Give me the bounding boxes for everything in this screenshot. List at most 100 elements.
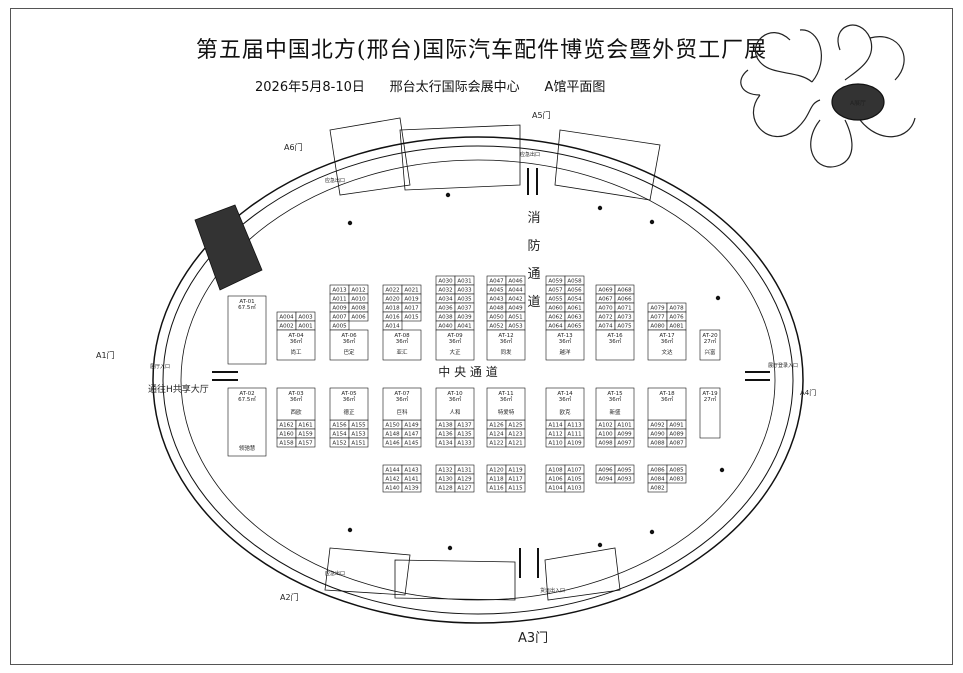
exit-bottom-left: 应急出口 — [325, 570, 345, 577]
booth-cell[interactable] — [348, 311, 369, 322]
feature-booth-code: AT-11 — [498, 391, 513, 397]
hall-outline — [152, 136, 804, 624]
booth-cell[interactable] — [614, 437, 635, 448]
feature-booth[interactable] — [329, 387, 369, 421]
door-a1[interactable]: A1门 — [96, 350, 115, 360]
booth-code: A107 — [567, 468, 582, 474]
feature-booth[interactable] — [647, 387, 687, 421]
booth-code: A140 — [385, 486, 400, 492]
hall-a-marker — [831, 83, 885, 121]
booth-cell[interactable] — [614, 473, 635, 484]
booth-code: A079 — [650, 306, 665, 312]
booth-cell[interactable] — [564, 482, 585, 493]
booth-code: A139 — [404, 486, 419, 492]
booth-code: A099 — [617, 432, 632, 438]
feature-booth[interactable] — [329, 329, 369, 361]
booth-code: A129 — [457, 477, 472, 483]
booth-code: A090 — [650, 432, 665, 438]
door-a4[interactable]: A4门 — [800, 388, 816, 397]
feature-booth[interactable] — [435, 329, 475, 361]
feature-booth[interactable] — [227, 295, 267, 365]
booth-cell[interactable] — [564, 437, 585, 448]
booth-code: A111 — [567, 432, 581, 438]
feature-booth[interactable] — [545, 329, 585, 361]
door-a3[interactable]: A3门 — [518, 631, 548, 646]
booth-cell[interactable] — [505, 437, 526, 448]
booth-code: A117 — [508, 477, 523, 483]
feature-booth-area: 36㎡ — [609, 395, 622, 403]
feature-booth-area: 36㎡ — [559, 337, 572, 345]
booth-cell[interactable] — [401, 311, 422, 322]
booth-code: A061 — [567, 306, 581, 312]
door-a2[interactable]: A2门 — [280, 592, 299, 602]
booth-code: A126 — [489, 423, 504, 429]
feature-booth[interactable] — [227, 387, 267, 457]
booth-code: A066 — [617, 297, 632, 303]
feature-booth-code: AT-10 — [447, 391, 463, 397]
booth-code: A095 — [617, 468, 632, 474]
fire-aisle-char: 消 — [527, 211, 540, 226]
feature-booth[interactable] — [276, 329, 316, 361]
booth-cell[interactable] — [295, 437, 316, 448]
booth-cell[interactable] — [348, 437, 369, 448]
booth-cell[interactable] — [401, 437, 422, 448]
feature-booth[interactable] — [595, 329, 635, 361]
booth-code: A080 — [650, 324, 665, 330]
booth-cell[interactable] — [666, 473, 687, 484]
booth-cell[interactable] — [454, 437, 475, 448]
booth-code: A068 — [617, 288, 632, 294]
service-structures — [194, 117, 661, 601]
feature-booth[interactable] — [382, 387, 422, 421]
feature-booth[interactable] — [545, 387, 585, 421]
booth-cell[interactable] — [401, 482, 422, 493]
stair-core-west — [194, 204, 263, 291]
booth-code: A109 — [567, 441, 582, 447]
feature-booth[interactable] — [595, 387, 635, 421]
booth-cell[interactable] — [666, 437, 687, 448]
feature-booth[interactable] — [435, 387, 475, 421]
booth-code: A135 — [457, 432, 472, 438]
booth-code: A078 — [669, 306, 684, 312]
booth-code: A082 — [650, 486, 664, 492]
column-pillar — [649, 219, 655, 225]
booth-code: A006 — [351, 315, 366, 321]
booth-cell[interactable] — [505, 482, 526, 493]
site-mini-map — [740, 24, 916, 168]
door-a5[interactable]: A5门 — [532, 110, 551, 120]
booth-cell[interactable] — [647, 482, 668, 493]
booth-code: A016 — [385, 315, 400, 321]
feature-booth-exhibitor: 亚汇 — [396, 348, 408, 356]
feature-booth-area: 36㎡ — [396, 337, 409, 345]
feature-booths: AT-0167.5㎡AT-0267.5㎡领驰慧AT-0436㎡尚工AT-0636… — [227, 295, 721, 457]
booth-code: A005 — [332, 324, 347, 330]
feature-booth-area: 36㎡ — [290, 395, 303, 403]
feature-booth[interactable] — [699, 329, 721, 361]
feature-booth[interactable] — [276, 387, 316, 421]
booth-code: A133 — [457, 441, 472, 447]
booth-code: A010 — [351, 297, 366, 303]
service-block-se — [544, 547, 621, 601]
column-pillar — [649, 529, 655, 535]
booth-code: A158 — [279, 441, 294, 447]
feature-booth[interactable] — [382, 329, 422, 361]
feature-booth[interactable] — [486, 329, 526, 361]
booth-code: A022 — [385, 288, 399, 294]
booth-code: A003 — [298, 315, 313, 321]
feature-booth[interactable] — [699, 387, 721, 439]
feature-booth-area: 27㎡ — [704, 337, 717, 345]
feature-booth-code: AT-15 — [607, 391, 623, 397]
booth-code: A060 — [548, 306, 563, 312]
feature-booth[interactable] — [486, 387, 526, 421]
booth-code: A154 — [332, 432, 347, 438]
feature-booth[interactable] — [647, 329, 687, 361]
booth-cell[interactable] — [454, 482, 475, 493]
door-a6[interactable]: A6门 — [284, 142, 303, 152]
feature-booth-area: 36㎡ — [290, 337, 303, 345]
booth-code: A142 — [385, 477, 399, 483]
booth-code: A121 — [508, 441, 522, 447]
feature-booth-area: 36㎡ — [559, 395, 572, 403]
booth-code: A115 — [508, 486, 523, 492]
booth-code: A031 — [457, 279, 471, 285]
booth-code: A091 — [669, 423, 683, 429]
booth-code: A015 — [404, 315, 419, 321]
